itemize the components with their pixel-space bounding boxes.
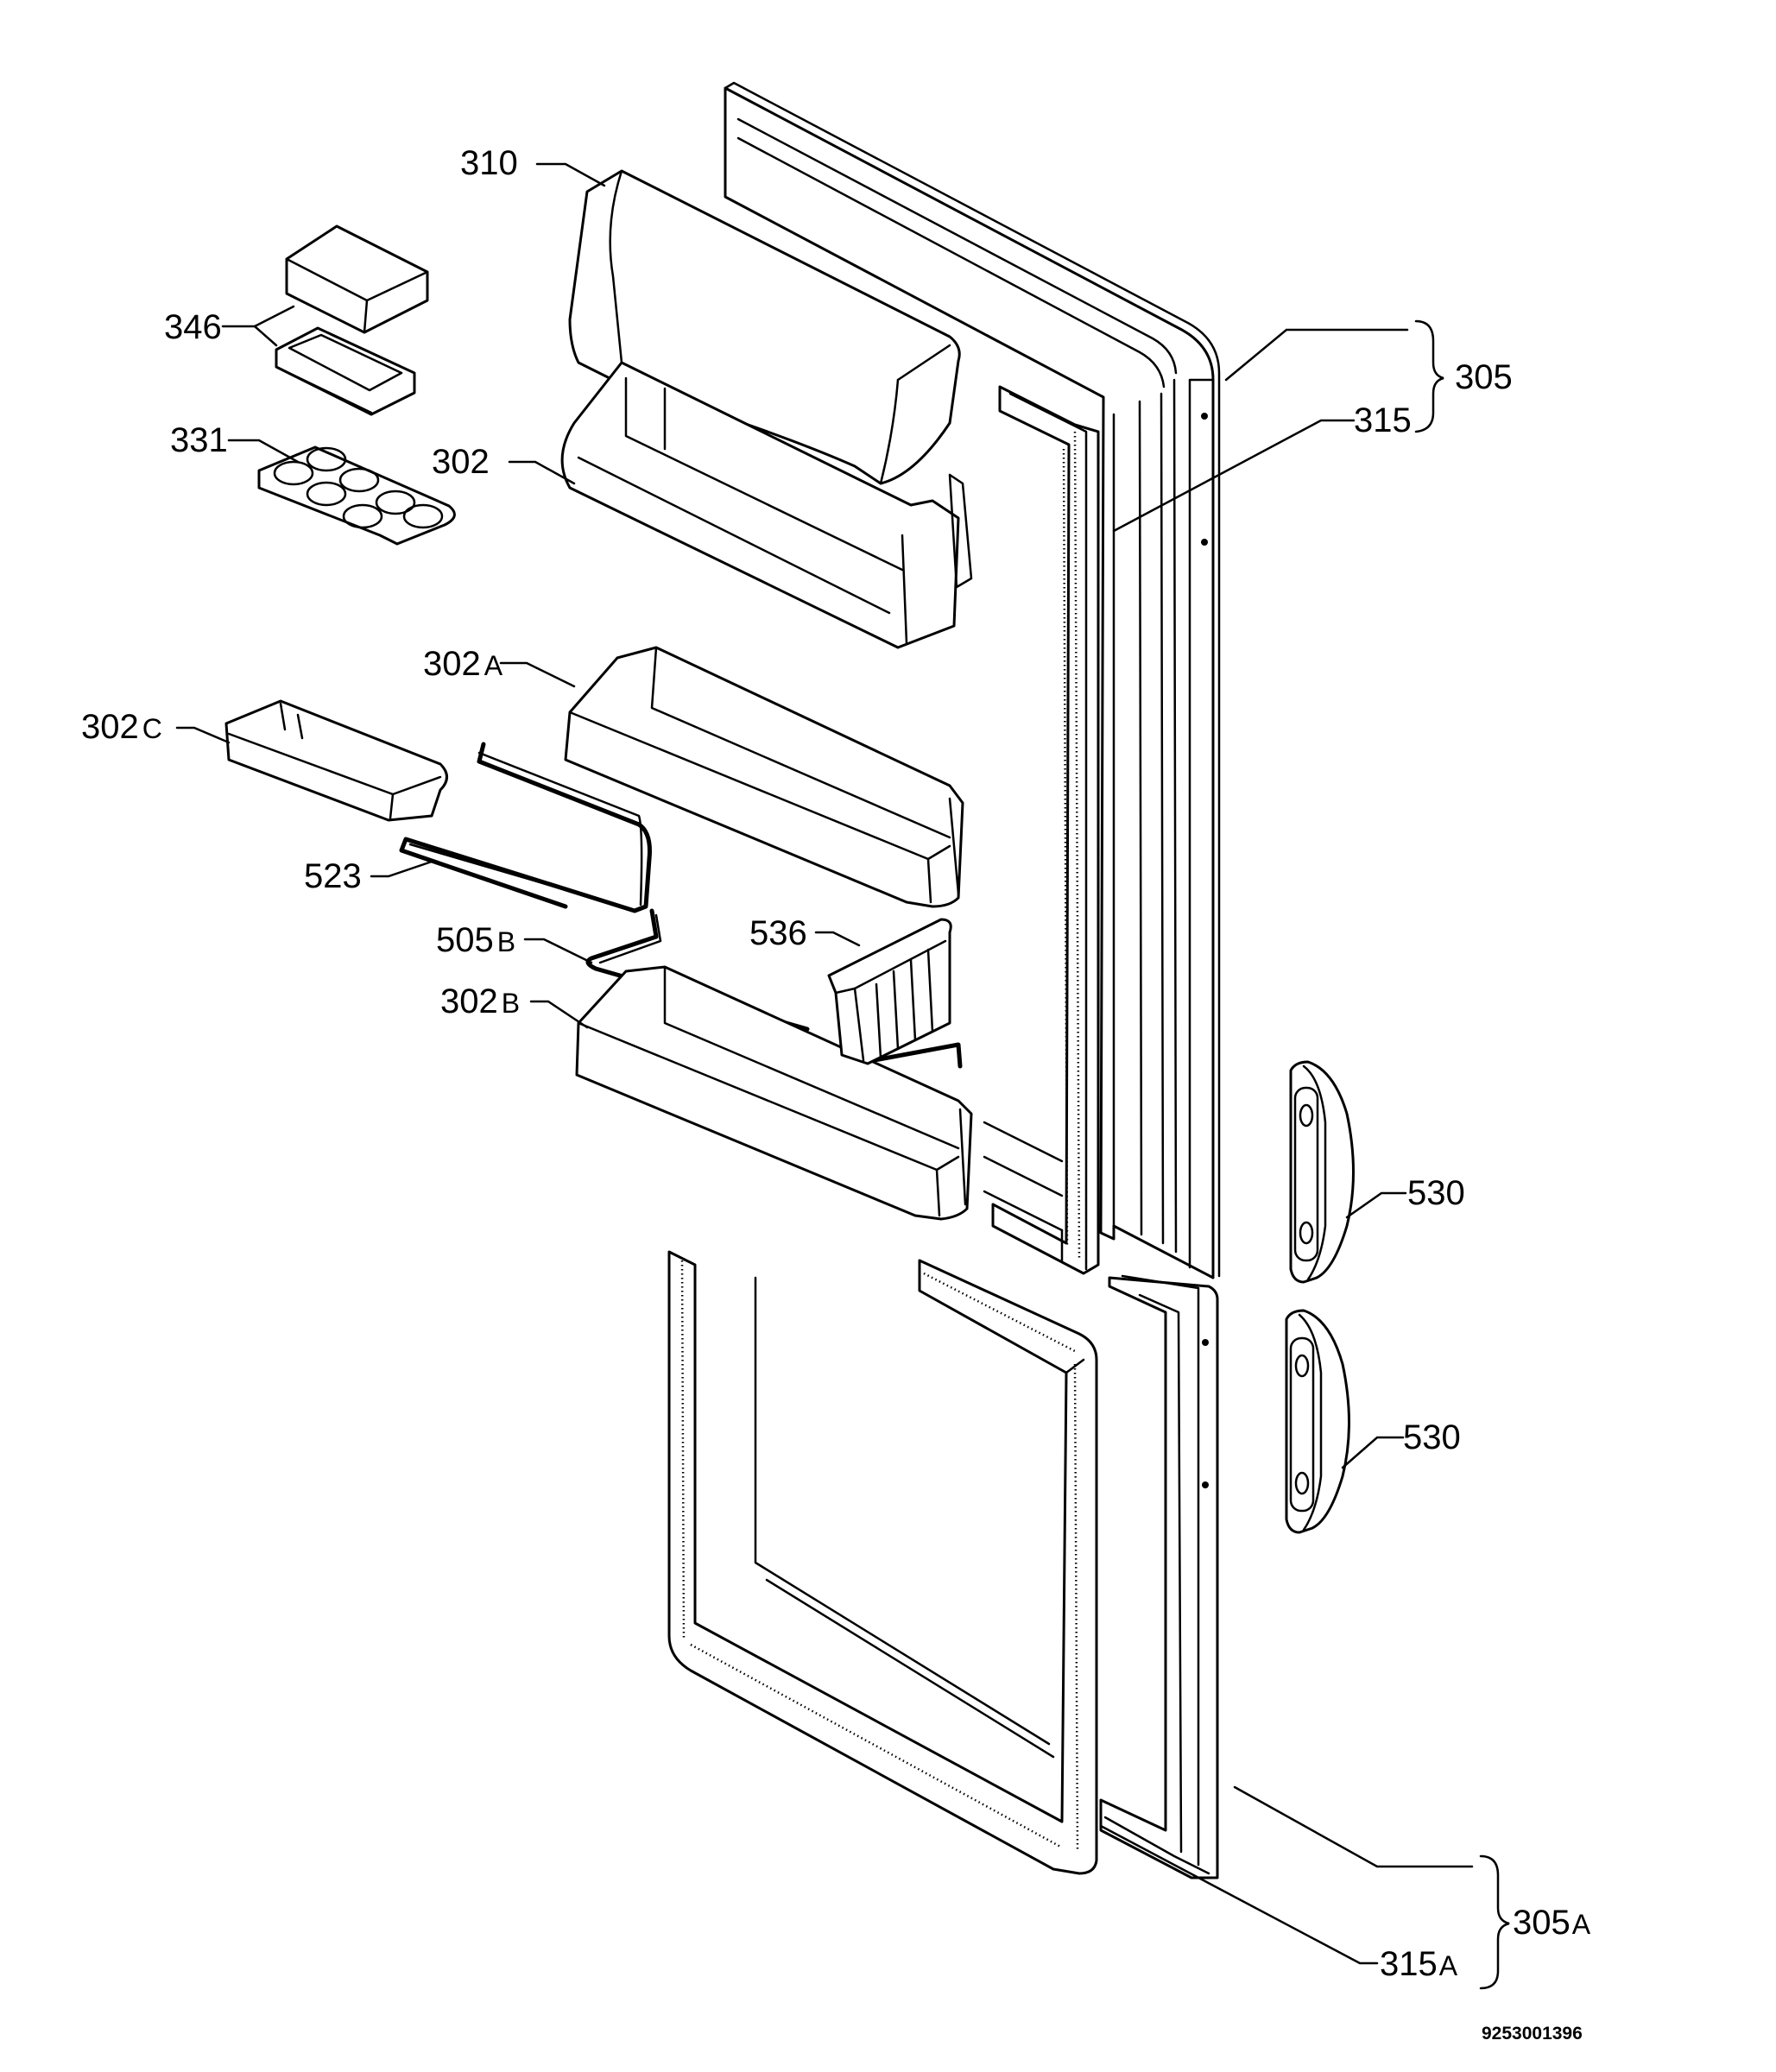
label-331: 331 xyxy=(170,421,228,459)
door-shelf-302b xyxy=(575,965,973,1221)
brace-305 xyxy=(1414,319,1444,433)
upper-door-gasket xyxy=(983,385,1100,1275)
storage-box-346 xyxy=(275,224,429,416)
drawing-code: 9253001396 xyxy=(1482,2024,1583,2044)
label-346: 346 xyxy=(164,308,222,346)
leader-lines xyxy=(175,162,1474,1965)
label-530-upper: 530 xyxy=(1407,1174,1465,1212)
label-302: 302 xyxy=(432,443,490,481)
upper-door xyxy=(724,81,1221,1279)
label-305: 305 xyxy=(1455,358,1513,396)
lower-door xyxy=(1099,1274,1219,1879)
label-315a: 315A xyxy=(1380,1945,1458,1983)
label-536: 536 xyxy=(749,914,807,952)
bottle-separator-536 xyxy=(827,918,952,1065)
label-305a: 305A xyxy=(1513,1904,1591,1942)
label-523: 523 xyxy=(304,857,362,895)
brace-305a xyxy=(1479,1854,1510,1990)
door-handle-530-upper xyxy=(1289,1060,1355,1284)
label-315: 315 xyxy=(1354,401,1412,439)
small-shelf-302c xyxy=(224,699,448,822)
dairy-compartment-310 xyxy=(560,169,973,649)
lower-door-gasket xyxy=(667,1250,1098,1875)
bottle-retainer-505b xyxy=(585,908,963,1069)
egg-tray-331 xyxy=(257,445,456,546)
label-310: 310 xyxy=(460,144,518,182)
label-530-lower: 530 xyxy=(1403,1418,1461,1456)
wire-retainer-523 xyxy=(399,742,652,913)
door-shelf-302a xyxy=(564,646,964,908)
door-handle-530-lower xyxy=(1285,1309,1350,1534)
